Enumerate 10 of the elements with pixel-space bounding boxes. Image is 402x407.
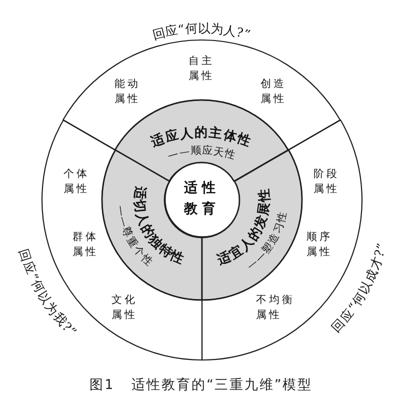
attribute-label: 创造属性 bbox=[260, 77, 288, 107]
attribute-label: 自主属性 bbox=[188, 54, 216, 84]
attribute-label: 不均衡属性 bbox=[256, 293, 296, 323]
figure-caption: 图1 适性教育的“三重九维”模型 bbox=[90, 377, 312, 393]
question-caption: 回应“何以为人?” bbox=[151, 20, 253, 42]
attribute-label: 阶段属性 bbox=[313, 167, 340, 197]
attribute-label: 能动属性 bbox=[114, 76, 142, 106]
attribute-label: 个体属性 bbox=[63, 167, 90, 197]
attribute-label: 文化属性 bbox=[111, 293, 138, 323]
center-label: 适性教育 bbox=[184, 178, 221, 218]
